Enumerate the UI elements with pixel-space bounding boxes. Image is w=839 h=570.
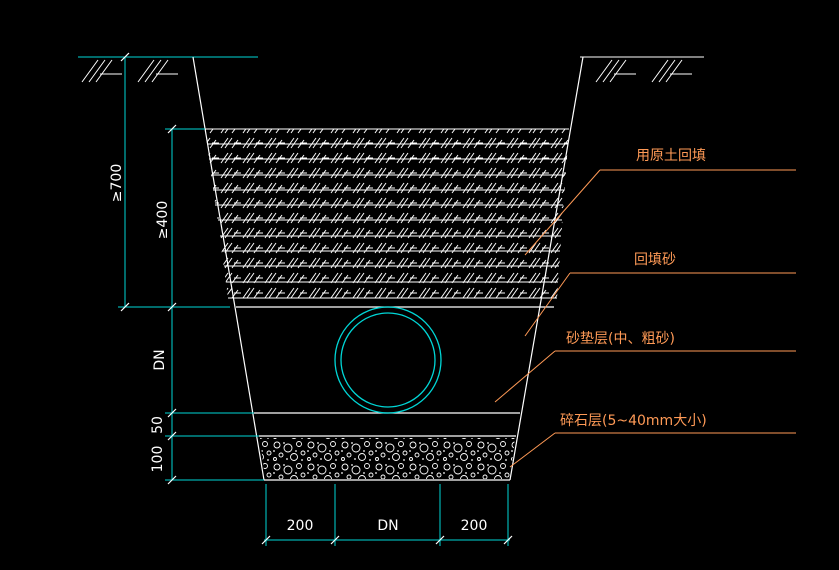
dim-depth-total: ≥700 [109,164,125,202]
dim-depth-cushion: 50 [150,416,166,434]
trench-wall-right [509,56,584,481]
trench-wall-left [192,56,265,481]
dim-width-left: 200 [287,518,314,534]
dim-width-right: 200 [461,518,488,534]
label-gravel-layer: 碎石层(5~40mm大小) [560,413,707,429]
label-sand-cushion: 砂垫层(中、粗砂) [566,331,675,347]
label-backfill-sand: 回填砂 [634,252,676,268]
dim-width-pipe: DN [377,518,398,534]
dim-depth-gravel: 100 [150,446,166,473]
dimension-ticks [120,52,513,545]
gravel-pattern [260,438,515,479]
pipe-circle-icon [334,306,442,414]
soil-backfill-zone [205,128,569,299]
dim-depth-cover: ≥400 [155,201,171,239]
label-backfill-soil: 用原土回填 [636,148,706,164]
earth-hatch-icon [81,59,692,83]
callout-leaders [494,169,796,468]
dim-depth-pipe: DN [152,349,168,370]
dimension-lines [118,56,510,546]
